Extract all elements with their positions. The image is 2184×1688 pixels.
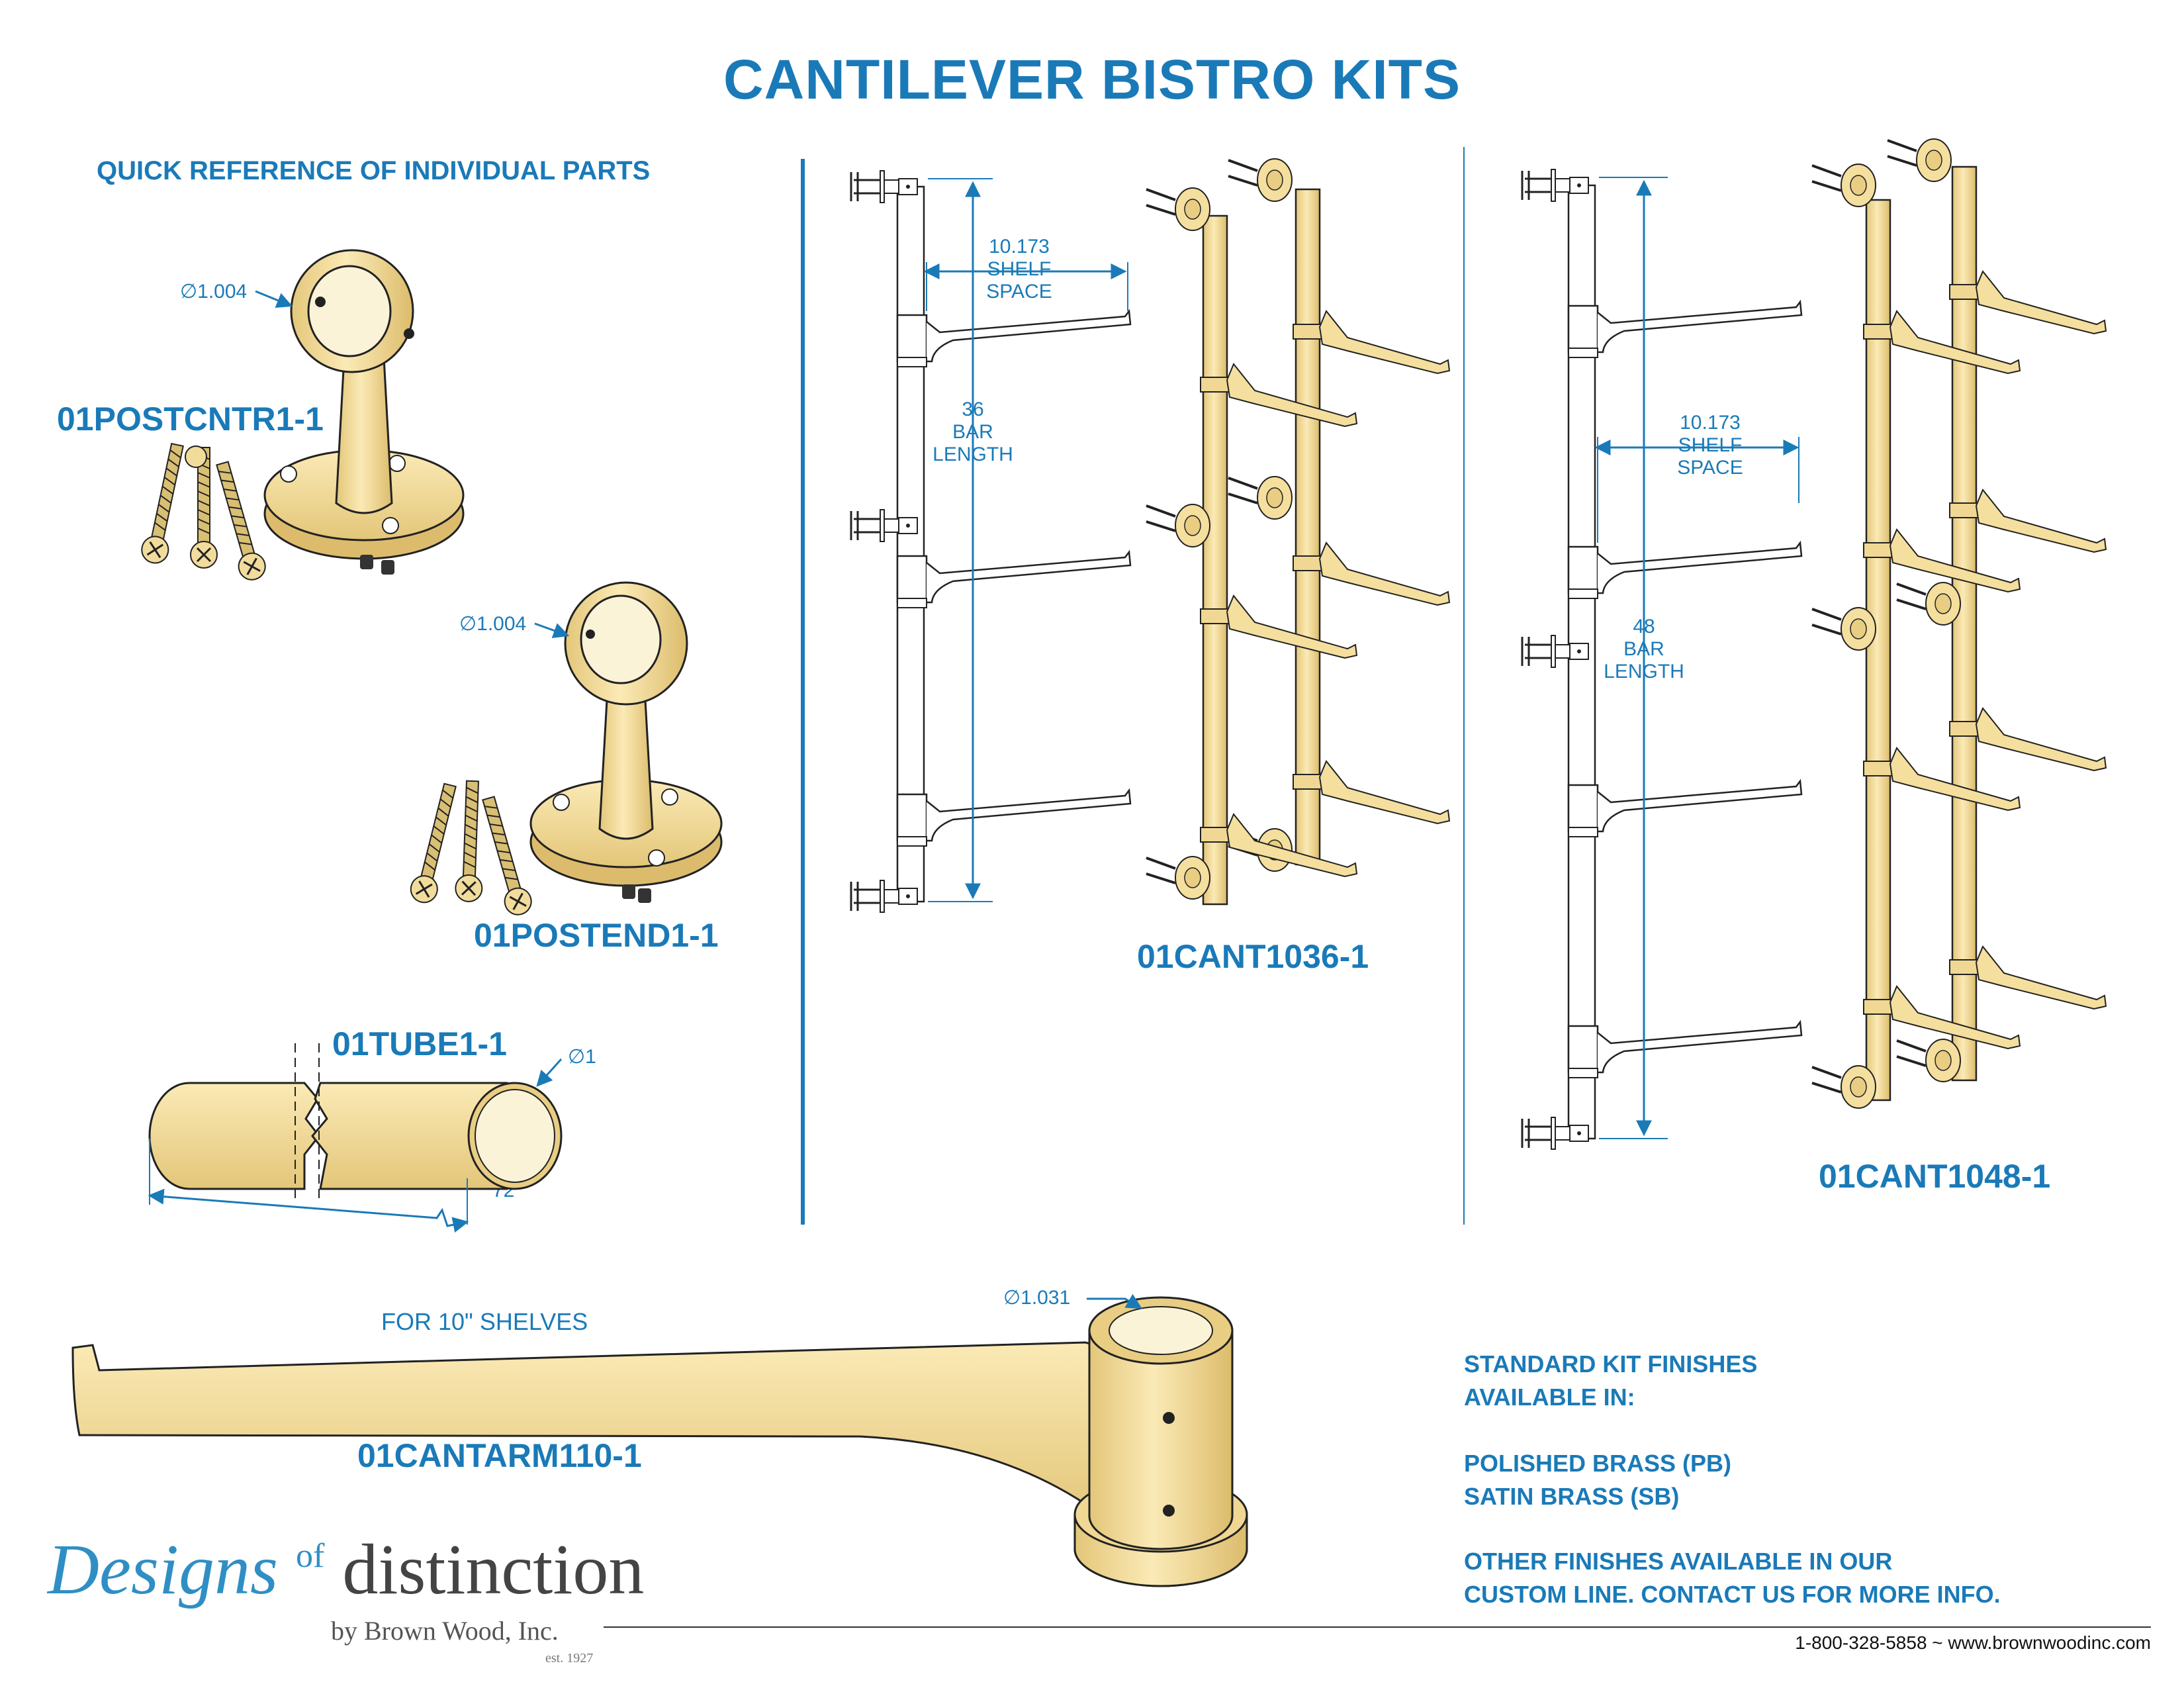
- company-logo: Designs of distinction: [48, 1530, 645, 1609]
- cantarm-drawing: [71, 1293, 1248, 1587]
- label-postcntr: 01POSTCNTR1-1: [57, 400, 324, 438]
- logo-byline: by Brown Wood, Inc.: [331, 1616, 559, 1646]
- postcntr-drawing: [138, 249, 465, 584]
- kit48-assembled: [1811, 138, 2107, 1109]
- label-postend: 01POSTEND1-1: [474, 917, 719, 954]
- dim-arm-dia: ∅1.031: [1003, 1287, 1071, 1309]
- label-kit36: 01CANT1036-1: [1137, 938, 1369, 975]
- kit48-line-drawing: [1521, 168, 1803, 1150]
- dim-postend-dia: ∅1.004: [459, 613, 527, 635]
- finishes-other1: OTHER FINISHES AVAILABLE IN OUR: [1464, 1548, 1893, 1575]
- dim-postcntr-dia: ∅1.004: [180, 281, 248, 303]
- finish-pb: POLISHED BRASS (PB): [1464, 1450, 1732, 1477]
- kit36-assembled: [1145, 158, 1450, 906]
- label-cantarm: 01CANTARM110-1: [357, 1437, 642, 1474]
- footer-contact: 1-800-328-5858 ~ www.brownwoodinc.com: [1795, 1632, 2151, 1653]
- page-title: CANTILEVER BISTRO KITS: [723, 48, 1461, 111]
- kit36-line-drawing: [850, 169, 1132, 914]
- tube-drawing: [148, 1043, 563, 1233]
- finishes-line2: AVAILABLE IN:: [1464, 1383, 1635, 1411]
- logo-est: est. 1927: [545, 1651, 594, 1665]
- label-tube: 01TUBE1-1: [332, 1025, 507, 1062]
- parts-subtitle: QUICK REFERENCE OF INDIVIDUAL PARTS: [97, 156, 651, 185]
- finish-sb: SATIN BRASS (SB): [1464, 1483, 1680, 1510]
- dim-tube-dia: ∅1: [568, 1046, 596, 1068]
- finishes-line1: STANDARD KIT FINISHES: [1464, 1350, 1758, 1378]
- arm-note: FOR 10" SHELVES: [381, 1308, 588, 1335]
- finishes-other2: CUSTOM LINE. CONTACT US FOR MORE INFO.: [1464, 1581, 2001, 1608]
- postend-drawing: [407, 581, 723, 919]
- label-kit48: 01CANT1048-1: [1819, 1158, 2051, 1195]
